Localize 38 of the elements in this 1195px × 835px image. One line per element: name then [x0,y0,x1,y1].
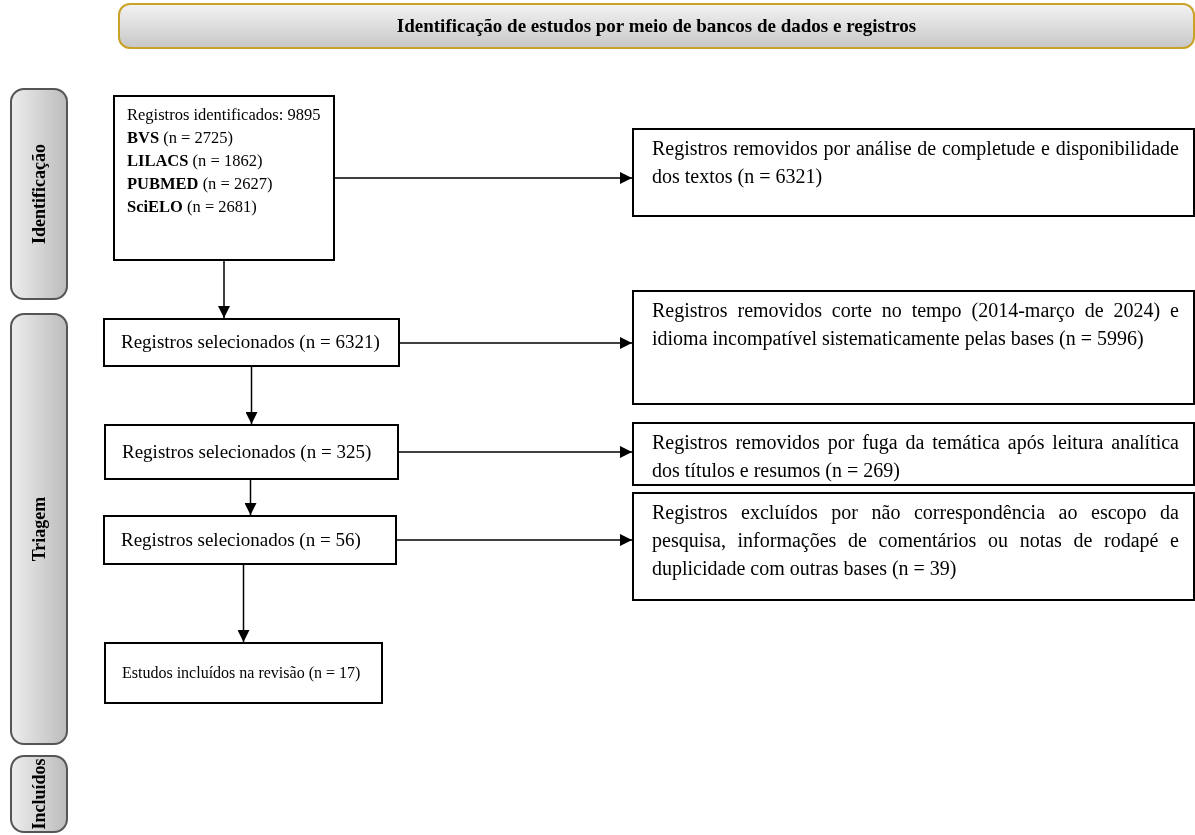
box-text: Registros removidos por fuga da temática após leitura analítica dos títulos e resumos (n = 269) [652,430,1179,484]
box-text: Registros selecionados (n = 56) [121,527,361,552]
box-text: LILACS (n = 1862) [127,150,264,173]
stage-label: Triagem [28,496,50,562]
arrow [398,446,633,458]
exclusion-box [632,128,1195,217]
arrow [245,366,258,425]
header-bar [118,3,1195,49]
arrow [334,172,633,184]
box-text: Registros selecionados (n = 325) [122,439,372,464]
stage-band [10,88,68,300]
arrow [237,564,250,643]
box-text: PUBMED (n = 2627) [127,173,274,196]
process-box [103,515,397,565]
arrow [399,337,633,349]
process-box [113,95,335,261]
exclusion-box [632,290,1195,405]
stage-label: Identificação [28,144,50,244]
box-text: Registros selecionados (n = 6321) [121,330,380,355]
box-text: Registros removidos corte no tempo (2014-março de 2024) e idioma incompatível sistematicamente pelas bases (n = 5996) [652,298,1179,352]
process-box [104,424,399,480]
box-text: Registros identificados: 9895 [127,104,322,126]
process-box [104,642,383,704]
exclusion-box [632,492,1195,601]
arrow [244,479,257,516]
arrow [218,260,230,319]
stage-label: Incluídos [28,758,50,830]
box-text: Registros excluídos por não correspondência ao escopo da pesquisa, informações de comentários ou notas de rodapé e duplicidade com outras bases (n = 39) [652,500,1179,582]
box-text: SciELO (n = 2681) [127,196,258,219]
box-text: Registros removidos por análise de completude e disponibilidade dos textos (n = 6321) [652,136,1179,190]
stage-band [10,313,68,745]
stage-band [10,755,68,833]
arrow [396,534,633,546]
box-text: BVS (n = 2725) [127,127,235,150]
box-text: Estudos incluídos na revisão (n = 17) [122,662,361,684]
header-title: Identificação de estudos por meio de bancos de dados e registros [396,15,917,37]
exclusion-box [632,422,1195,486]
process-box [103,318,400,367]
